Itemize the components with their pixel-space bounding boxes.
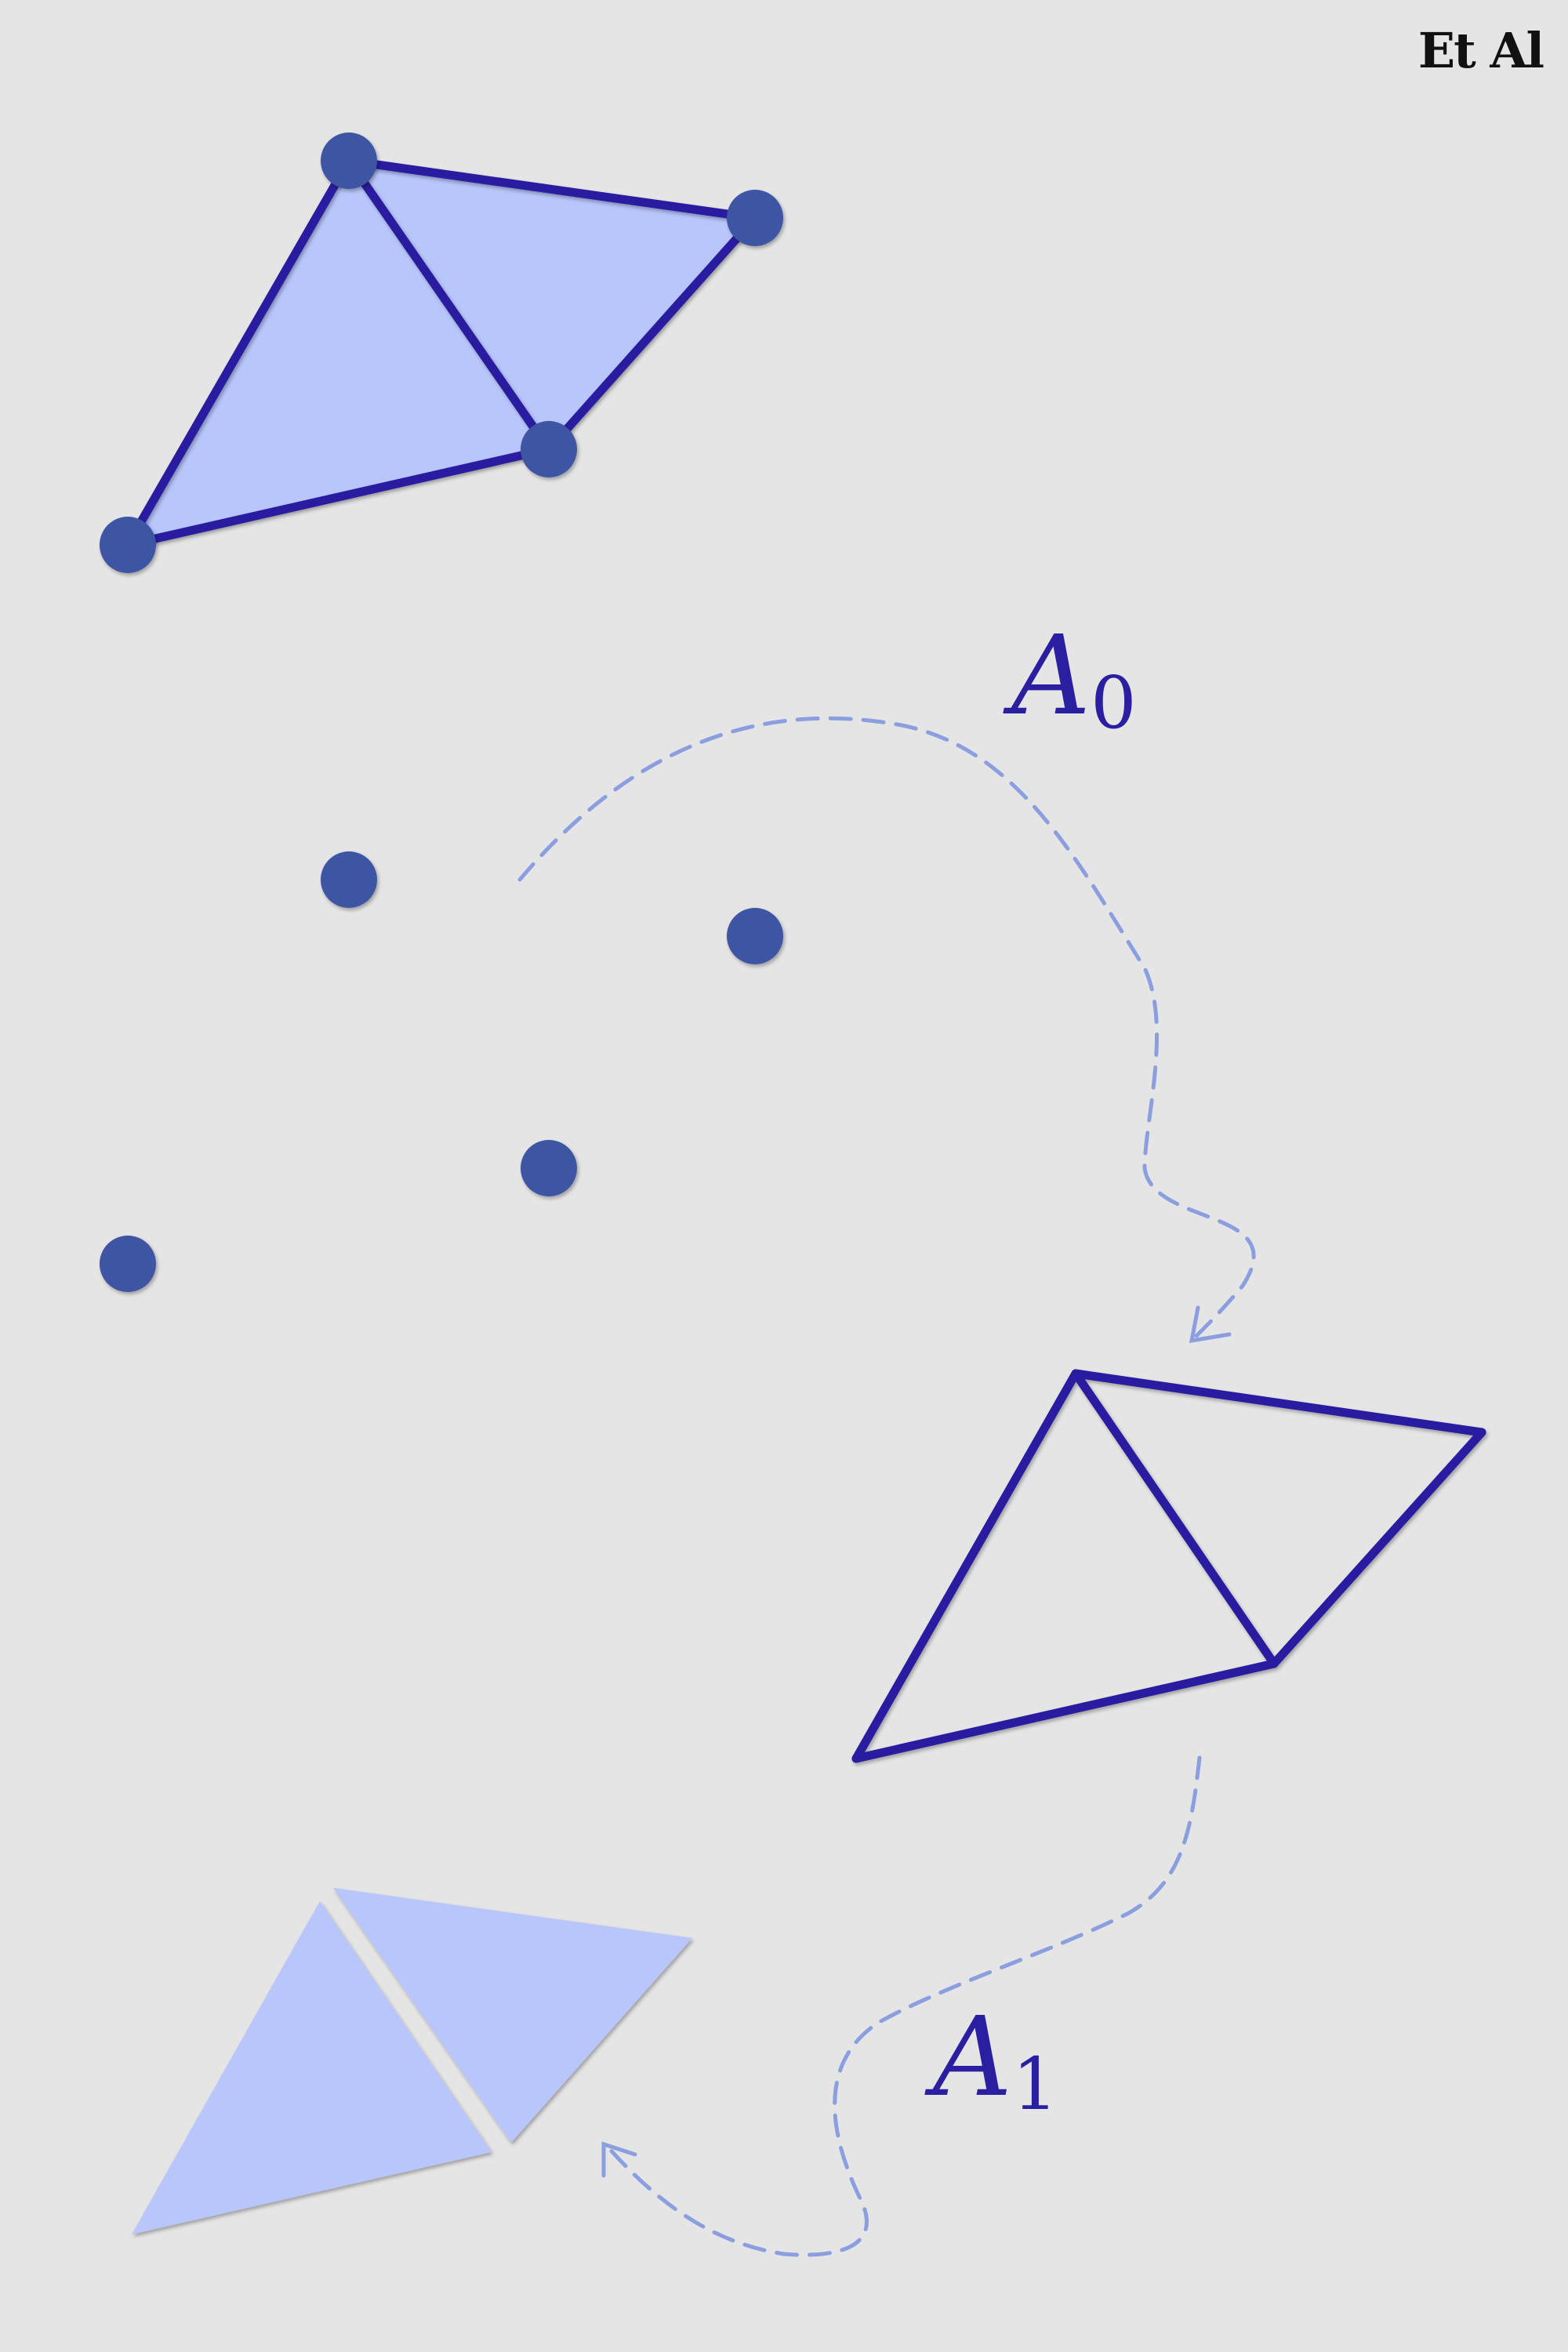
top-vertex [321,132,377,189]
label-a1-sub: 1 [1012,2042,1058,2126]
skeleton-edge [851,1369,1080,1763]
point [321,851,377,908]
top-edge [544,213,760,454]
skeleton-edge [1071,1369,1486,1437]
face-triangle-left [132,1901,492,2234]
edge-skeleton [851,1369,1486,1763]
skeleton-edge [1071,1369,1279,1668]
top-triangle-left [128,161,549,545]
top-vertex [521,421,577,477]
top-edge [123,445,554,550]
skeleton-edge [851,1659,1279,1763]
arrow-a1-path [603,1755,1202,2257]
point [727,908,783,964]
top-edge [123,156,354,550]
top-mesh [100,132,783,573]
point-set [100,851,783,1292]
arrow-a0-path [517,716,1256,1341]
top-edge [344,156,760,223]
point [100,1236,156,1292]
label-a1-main: A [924,1994,1012,2122]
top-edges [123,156,760,550]
skeleton-edge [1269,1428,1486,1668]
arrow-a0-head [1189,1305,1232,1344]
top-vertex [727,190,783,246]
top-vertex [100,517,156,573]
label-a0-sub: 0 [1091,661,1137,745]
arrow-a1 [601,1755,1202,2257]
logo: Et Al [1417,22,1544,79]
face-set [132,1888,692,2234]
label-a0-main: A [1003,612,1091,740]
face-triangle-right [333,1888,692,2143]
top-vertices [100,132,783,573]
point [521,1140,577,1196]
arrow-a1-head [601,2141,637,2178]
top-triangle-right [349,161,755,449]
arrow-a0 [517,716,1256,1344]
label-a1: A1 [924,1994,1058,2126]
top-edge [344,156,554,454]
label-a0: A0 [1003,612,1137,745]
